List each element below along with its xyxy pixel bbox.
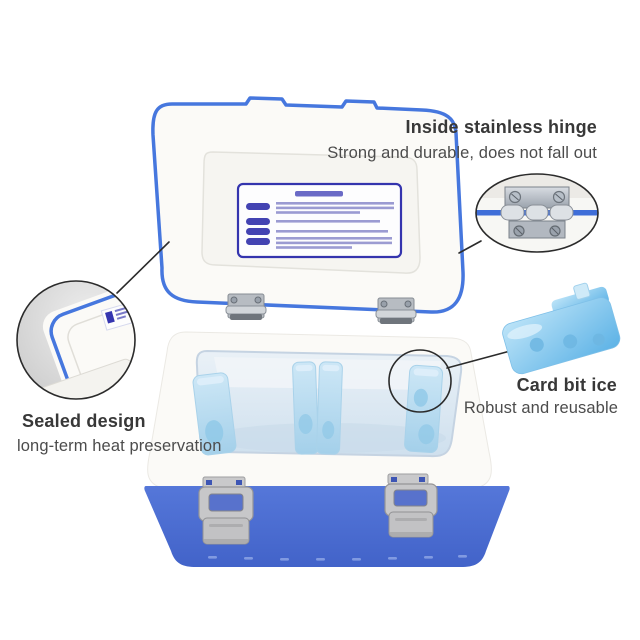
box-latch-right — [384, 473, 438, 538]
lid-hinge-right — [375, 297, 417, 324]
lid-instruction-label — [236, 182, 403, 259]
ice-pack-in-box-right — [404, 364, 444, 454]
ice-pack-in-box-left — [192, 372, 237, 456]
ice-pack-callout-title: Card bit ice — [516, 375, 617, 395]
label-title-text — [295, 191, 343, 197]
hinge-detail-magnifier — [458, 173, 599, 254]
ice-pack-callout-group — [388, 282, 621, 413]
seal-callout-title: Sealed design — [22, 411, 146, 431]
stainless-hinge — [500, 186, 574, 239]
hinge-callout-line — [458, 240, 482, 254]
box-latch-left — [198, 476, 254, 545]
ice-pack-in-box-mid-1 — [292, 361, 319, 455]
cooler-body — [144, 331, 510, 567]
hinge-callout-title: Inside stainless hinge — [405, 117, 597, 137]
ice-pack-callout-subtitle: Robust and reusable — [463, 399, 618, 417]
seal-callout-subtitle: long-term heat preservation — [17, 437, 222, 455]
lid-hinge-left — [225, 293, 267, 320]
ice-pack-callout-line — [446, 349, 515, 369]
ice-pack-highlight-circle — [388, 349, 452, 413]
seal-callout-line — [116, 241, 170, 294]
cooler-lid — [151, 96, 465, 324]
seal-magnifier-circle — [16, 280, 136, 400]
box-bottom-vents — [208, 555, 467, 561]
ice-pack-callout-image — [502, 282, 621, 375]
hinge-magnifier-circle — [475, 173, 599, 253]
hinge-callout-subtitle: Strong and durable, does not fall out — [327, 144, 597, 162]
ice-pack-in-box-mid-2 — [316, 361, 343, 455]
